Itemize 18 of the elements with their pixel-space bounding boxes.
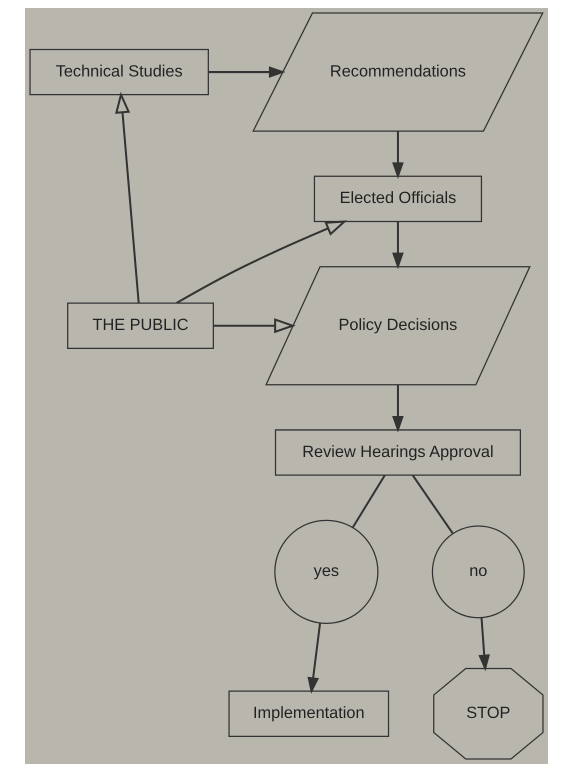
- arrow: [392, 131, 404, 179]
- node-circle: no: [431, 525, 524, 618]
- node-box: Review Hearings Approval: [274, 429, 520, 476]
- arrow: [306, 622, 321, 694]
- node-circle: yes: [274, 520, 378, 624]
- connector: [351, 474, 386, 528]
- arrow: [212, 318, 296, 334]
- arrow: [392, 384, 404, 433]
- arrow: [208, 66, 286, 78]
- arrow: [114, 92, 140, 304]
- arrow: [176, 220, 347, 304]
- node-box: THE PUBLIC: [66, 302, 214, 349]
- node-box: Elected Officials: [313, 176, 482, 222]
- arrow: [392, 222, 404, 270]
- arrow: [478, 618, 490, 672]
- connector: [411, 474, 453, 534]
- node-box: Implementation: [228, 690, 389, 737]
- node-box: Technical Studies: [28, 48, 208, 96]
